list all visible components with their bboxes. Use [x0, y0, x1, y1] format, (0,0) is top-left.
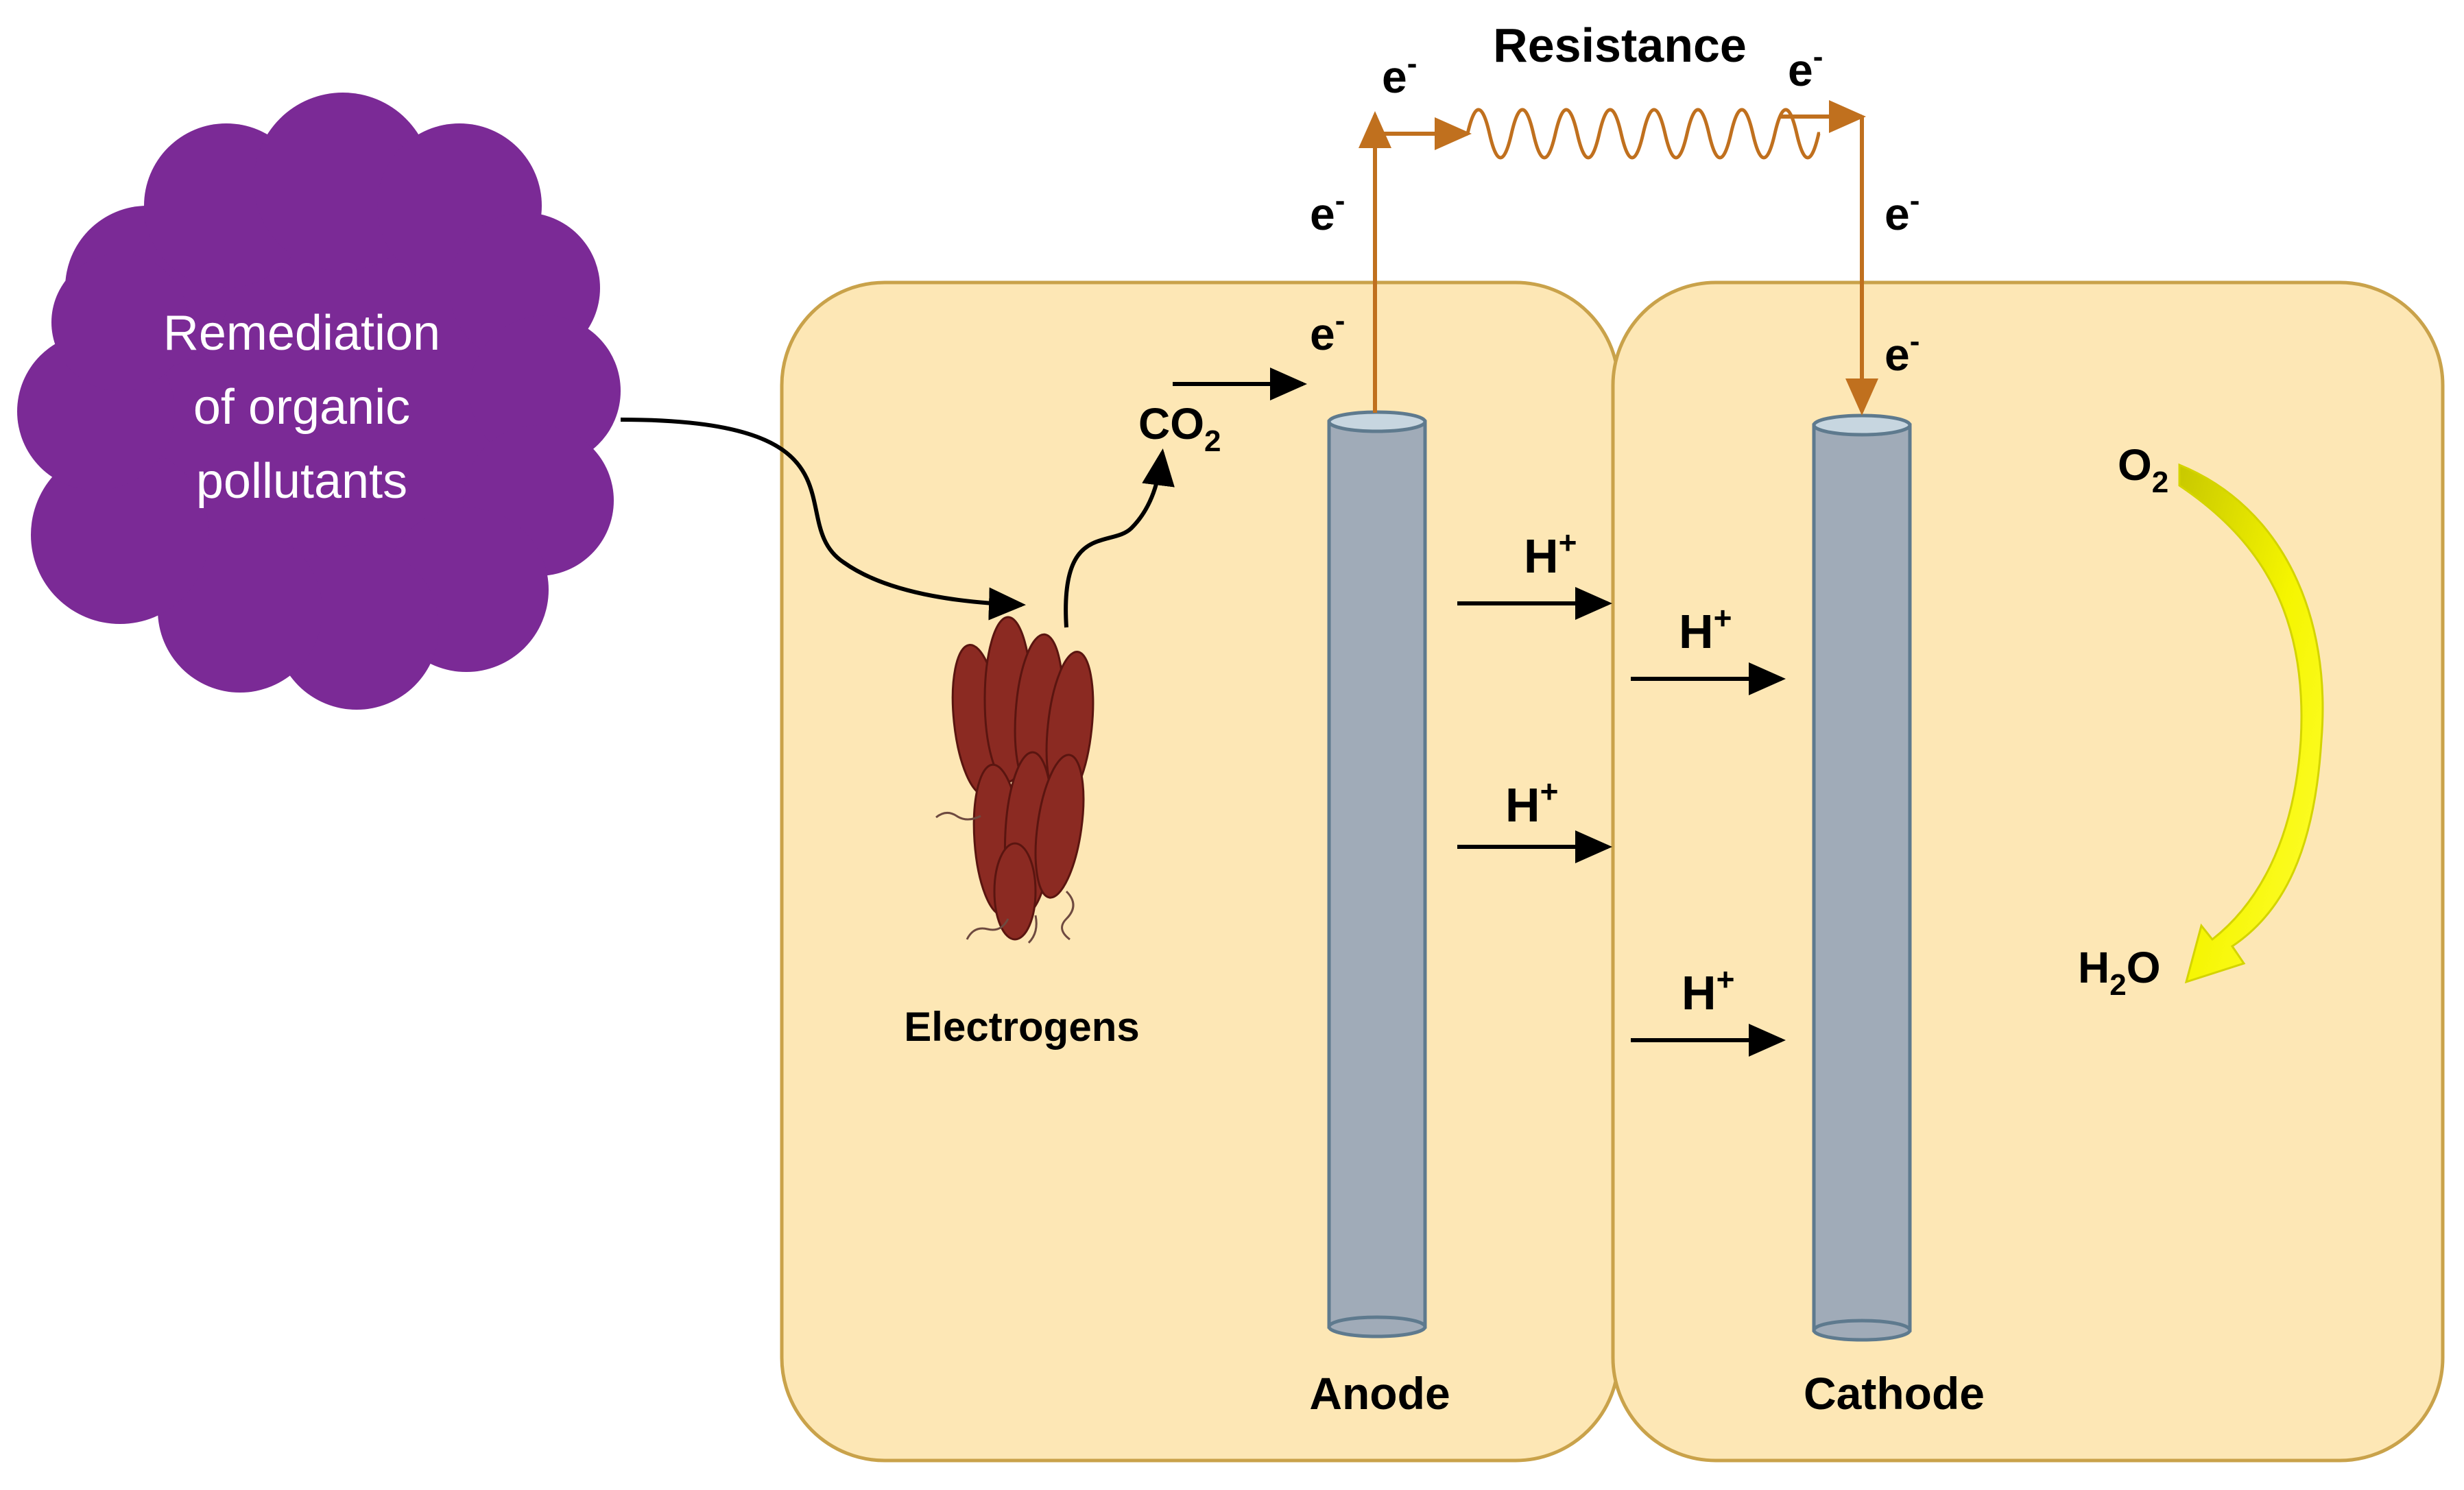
electron-label-cathode-upper: e- [1885, 184, 1919, 239]
electrogens-bacteria [951, 616, 1095, 941]
proton-label-1: H+ [1524, 525, 1577, 583]
proton-label-2: H+ [1679, 600, 1732, 658]
resistance-coil [1466, 108, 1821, 160]
proton-label-3: H+ [1505, 773, 1558, 832]
electrogens-label: Electrogens [904, 1004, 1139, 1050]
resistance-label: Resistance [1493, 19, 1747, 72]
pollutant-flow-arrow [620, 418, 1026, 621]
co2-release-arrow [1064, 448, 1175, 628]
oxygen-label: O2 [2118, 440, 2168, 499]
cloud-line-1: Remediation [163, 306, 440, 361]
oxygen-reduction-arrow [2178, 463, 2324, 984]
bacteria-flagella [935, 812, 1075, 944]
electron-label-cathode-lower: e- [1885, 324, 1919, 380]
anode-electrode [1327, 410, 1427, 1338]
proton-label-4: H+ [1682, 961, 1734, 1020]
cathode-label: Cathode [1804, 1368, 1985, 1419]
cloud-line-2: of organic [193, 380, 410, 435]
water-label: H2O [2078, 943, 2160, 1002]
electron-label-top-right: e- [1788, 40, 1823, 95]
cathode-chamber [1611, 280, 2445, 1463]
electron-label-top-left: e- [1382, 47, 1417, 102]
electron-label-anode-lower: e- [1310, 304, 1345, 359]
cloud-line-3: pollutants [196, 454, 407, 509]
pollutants-cloud: Remediation of organic pollutants [17, 93, 621, 710]
cathode-electrode [1812, 413, 1912, 1342]
electron-label-anode-upper: e- [1310, 184, 1345, 239]
co2-label: CO2 [1138, 399, 1221, 458]
anode-chamber [780, 280, 1620, 1463]
anode-label: Anode [1309, 1368, 1450, 1419]
